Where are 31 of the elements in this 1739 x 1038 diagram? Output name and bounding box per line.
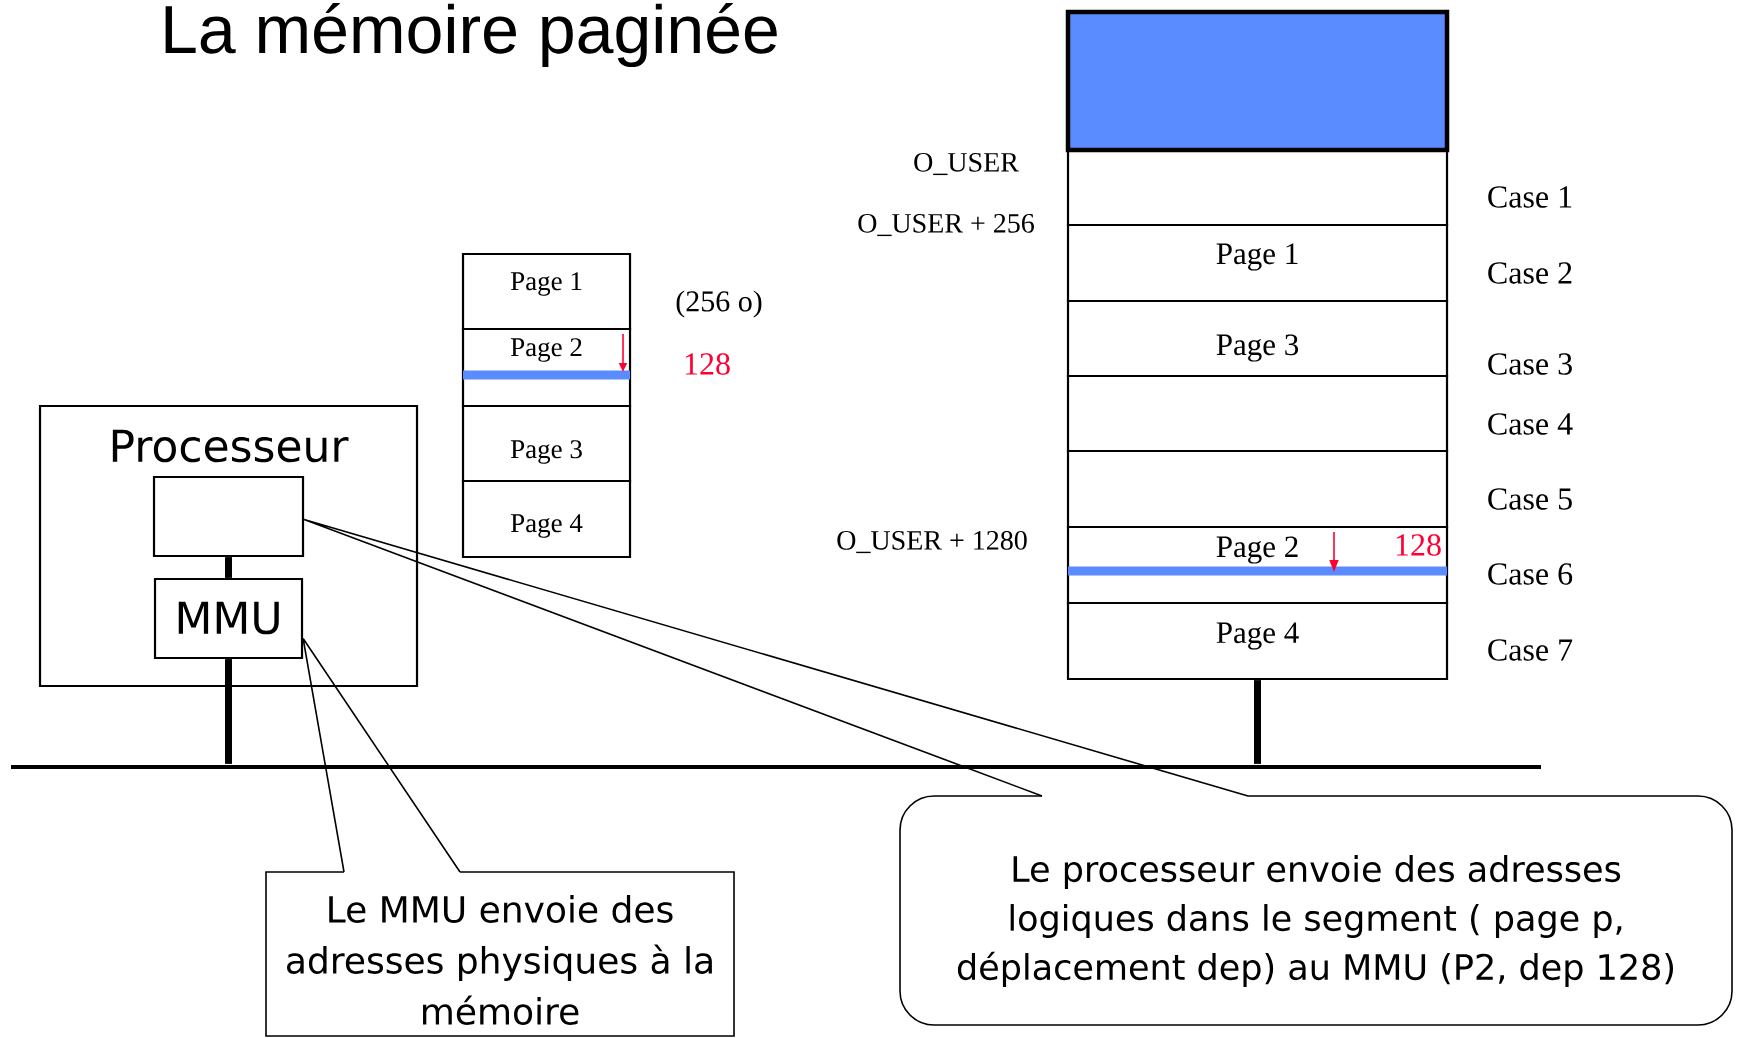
label-text: (256 o) <box>676 290 762 318</box>
label-text: O_USER + 256 <box>858 213 1034 237</box>
mmu-box: MMU <box>153 577 304 660</box>
page-box: Page 2 <box>461 327 632 408</box>
case-label: Case 7 <box>1488 639 1573 661</box>
callout-box: Le MMU envoie des adresses physiques à la mémoire <box>265 871 735 1037</box>
case-label: Case 1 <box>1488 186 1572 208</box>
memory-block <box>1065 9 1450 153</box>
label-text: O_USER <box>914 152 1019 176</box>
page-box: Page 3 <box>461 404 632 483</box>
register-box <box>152 475 305 558</box>
memory-frame: Page 3 <box>1066 299 1449 378</box>
case-label: Case 3 <box>1488 353 1572 375</box>
memory-frame <box>1066 449 1449 529</box>
case-label: Case 4 <box>1488 413 1573 435</box>
memory-frame: Page 1 <box>1066 223 1449 303</box>
label-text: O_USER + 1280 <box>837 530 1027 554</box>
callout-box: Le processeur envoie des adresses logiques dans le segment ( page p, déplacement dep) au MMU (P2, dep 128) <box>899 795 1733 1026</box>
memory-frame: Page 4 <box>1066 601 1449 681</box>
callout-tail <box>302 637 461 873</box>
case-label: Case 2 <box>1488 262 1572 284</box>
memory-frame <box>1066 148 1449 227</box>
label-text: 128 <box>685 353 730 375</box>
page-box: Page 1 <box>461 252 632 331</box>
case-label: Case 5 <box>1488 488 1572 510</box>
callout-tail <box>303 518 1249 797</box>
title: La mémoire paginée <box>165 2 777 68</box>
page-box: Page 4 <box>461 479 632 559</box>
label-text: 128 <box>1396 534 1441 556</box>
case-label: Case 6 <box>1488 563 1573 585</box>
memory-frame <box>1066 374 1449 453</box>
